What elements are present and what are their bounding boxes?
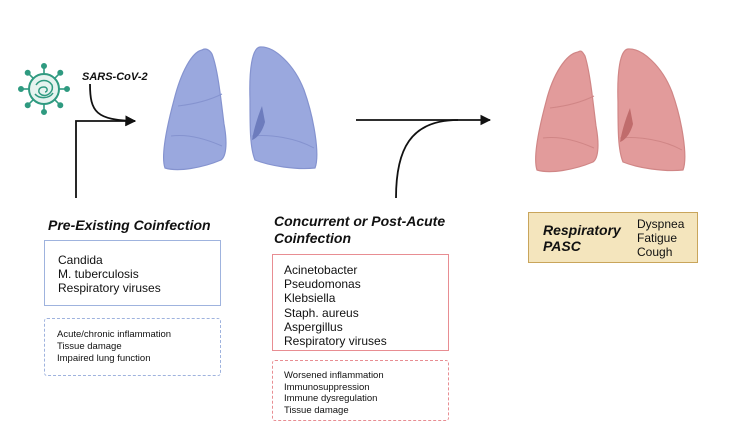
pathogen-item: Respiratory viruses [58,281,161,295]
pathogen-item: Klebsiella [284,291,336,306]
pathogen-item: Acinetobacter [284,263,358,277]
symptom-item: Cough [637,245,673,259]
pathogen-item: Staph. aureus [284,305,359,320]
concurrent-heading: Concurrent or Post-Acute Coinfection [274,213,445,247]
effect-item: Tissue damage [57,341,122,352]
pasc-title-line1: Respiratory [543,222,621,238]
symptom-item: Dyspnea [637,217,685,231]
symptom-item: Fatigue [637,231,678,245]
pathogen-item: M. tuberculosis [58,267,139,281]
concurrent-curve-arrow [395,119,459,199]
virus-icon [17,62,70,115]
pasc-title: Respiratory PASC [543,222,633,254]
concurrent-heading-line2: Coinfection [274,230,351,246]
pathogen-item: Respiratory viruses [284,334,387,349]
effect-item: Worsened inflammation [284,370,384,381]
pasc-lungs-illustration [535,48,686,173]
effect-item: Acute/chronic inflammation [57,329,172,340]
pre-existing-arrow [75,115,137,198]
healthy-lungs-illustration [163,46,318,171]
effect-item: Immune dysregulation [284,393,378,404]
virus-label: SARS-CoV-2 [82,71,148,83]
concurrent-heading-line1: Concurrent or Post-Acute [274,213,446,229]
pathogen-item: Aspergillus [284,319,343,334]
effect-item: Immunosuppression [284,381,370,393]
pathogen-item: Candida [58,253,103,267]
pre-existing-heading: Pre-Existing Coinfection [48,217,211,233]
concurrent-pathogens-box: Acinetobacter Pseudomonas Klebsiella Sta… [272,254,449,351]
pre-existing-effects-box: Acute/chronic inflammation Tissue damage… [44,318,221,376]
pasc-title-line2: PASC [543,238,581,254]
respiratory-pasc-box: Respiratory PASC Dyspnea Fatigue Cough [528,212,698,263]
concurrent-effects-box: Worsened inflammation Immunosuppression … [272,360,449,421]
pasc-symptom-list: Dyspnea Fatigue Cough [637,217,684,259]
virus-arrow [89,83,137,127]
pre-existing-pathogens-box: Candida M. tuberculosis Respiratory viru… [44,240,221,306]
pathogen-item: Pseudomonas [284,277,361,292]
effect-item: Impaired lung function [57,353,151,364]
effect-item: Tissue damage [284,404,349,416]
